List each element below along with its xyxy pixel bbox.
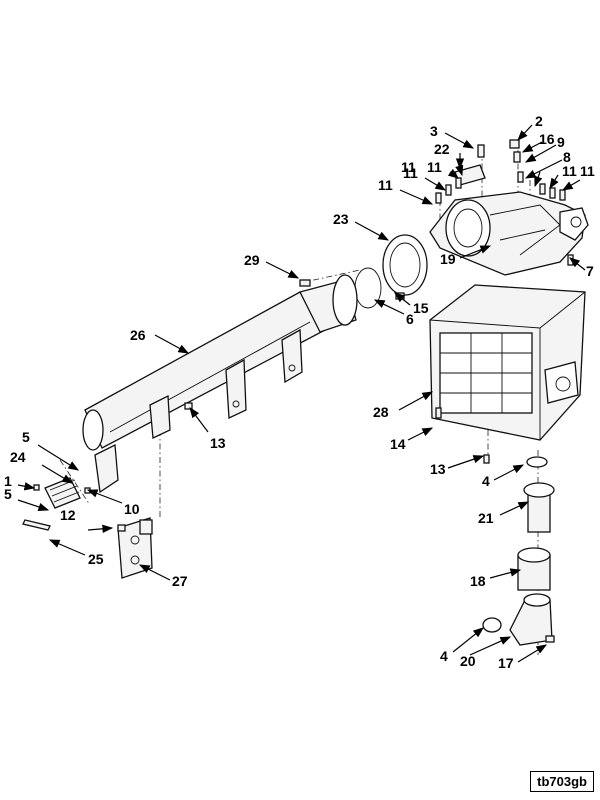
callout-16: 16 [539,131,555,147]
exhaust-pipe [82,274,358,494]
callout-12: 12 [60,507,76,523]
inlet-housing [429,191,589,276]
callout-27: 27 [172,573,188,589]
callout-1: 1 [4,473,12,489]
callout-7: 7 [586,263,594,279]
catalyst-module [429,284,586,441]
figure-id-label: tb703gb [530,771,594,792]
callout-15: 15 [413,300,429,316]
leader-arrows [17,124,586,663]
callout-22: 22 [434,141,450,157]
callout-9: 9 [557,134,565,150]
callout-21: 21 [478,510,494,526]
callout-2: 2 [535,113,543,129]
callout-24: 24 [10,449,26,465]
callout-5-upper: 5 [22,429,30,445]
callout-25: 25 [88,551,104,567]
callout-labels: 1 2 3 4 4 5 5 6 7 8 9 10 11 11 11 11 11 … [4,113,595,671]
callout-5-lower: 5 [4,486,12,502]
callout-13-right: 13 [430,461,446,477]
callout-11-f: 11 [580,163,595,179]
callout-10: 10 [124,501,140,517]
callout-29: 29 [244,252,260,268]
callout-8: 8 [563,149,571,165]
mounting-bracket [117,517,153,579]
outlet-stack [435,407,555,646]
callout-11-c: 11 [427,159,442,175]
callout-4-lower: 4 [440,648,448,664]
callout-19: 19 [440,251,456,267]
callout-13-left: 13 [210,435,226,451]
callout-11-d: 11 [401,159,416,175]
callout-17: 17 [498,655,514,671]
callout-11-b: 11 [403,165,418,181]
callout-28: 28 [373,404,389,420]
callout-23: 23 [333,211,349,227]
callout-26: 26 [130,327,146,343]
callout-3: 3 [430,123,438,139]
callout-11-e: 11 [562,163,577,179]
callout-6: 6 [406,311,414,327]
callout-20: 20 [460,653,476,669]
callout-14: 14 [390,436,406,452]
callout-11-a: 11 [378,177,393,193]
callout-4-upper: 4 [482,473,490,489]
callout-18: 18 [470,573,486,589]
